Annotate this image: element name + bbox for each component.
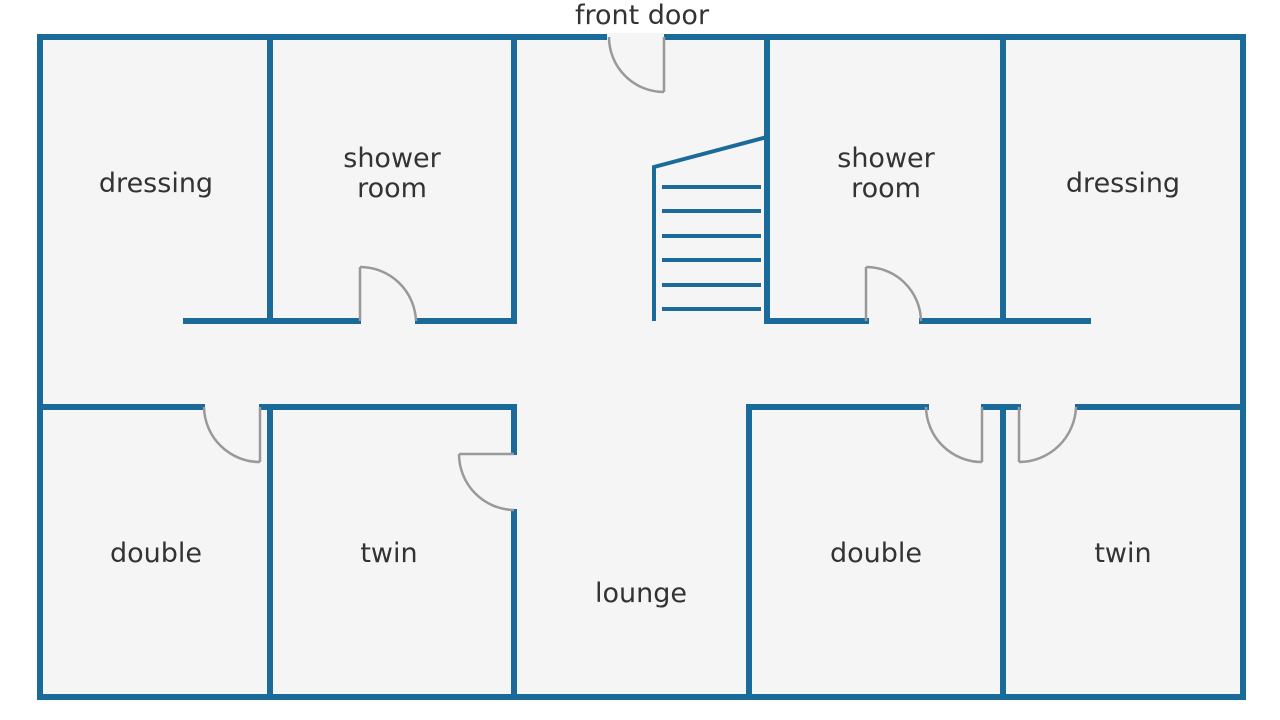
room-label-twin-left: twin <box>360 538 417 569</box>
room-label-lounge: lounge <box>595 578 687 609</box>
door-swing-icon <box>924 406 984 464</box>
room-label-shower-right-line2: room <box>851 173 921 204</box>
staircase-icon <box>652 135 768 321</box>
room-label-dressing-right: dressing <box>1066 168 1180 199</box>
room-label-double-left: double <box>110 538 202 569</box>
room-label-double-right: double <box>830 538 922 569</box>
door-swing-icon <box>607 36 666 94</box>
floor-area <box>40 37 1243 697</box>
room-label-shower-left-line2: room <box>357 173 427 204</box>
door-swing-icon <box>457 452 515 512</box>
door-swing-icon <box>202 406 262 464</box>
room-label-dressing-left: dressing <box>99 168 213 199</box>
room-label-shower-left-line1: shower <box>343 143 441 174</box>
room-label-shower-right-line1: shower <box>837 143 935 174</box>
doors <box>202 36 1078 512</box>
room-label-twin-right: twin <box>1094 538 1151 569</box>
door-swing-icon <box>1017 406 1078 464</box>
door-swing-icon <box>864 265 923 322</box>
entrance-label: front door <box>575 0 710 31</box>
walls <box>37 34 1246 700</box>
door-swing-icon <box>358 265 418 322</box>
